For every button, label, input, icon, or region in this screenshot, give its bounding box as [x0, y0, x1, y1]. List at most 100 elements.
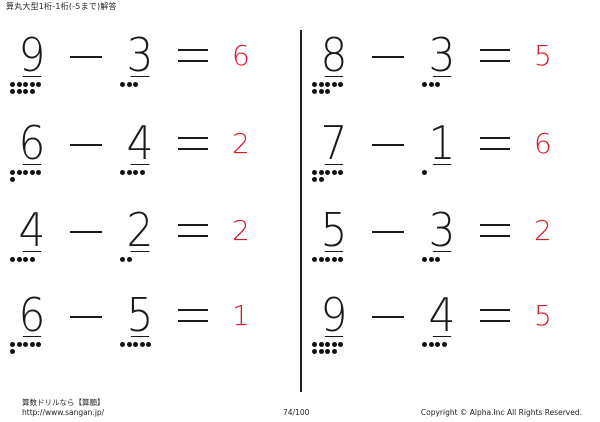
counting-dot — [29, 170, 35, 175]
footer-url-link[interactable]: http://www.sangan.jp/ — [22, 408, 105, 417]
minuend: 6 — [12, 118, 52, 168]
counting-dot — [126, 170, 132, 175]
counting-dot — [422, 342, 427, 347]
dot-row — [10, 257, 58, 263]
dot-row — [312, 349, 360, 355]
counting-dot — [29, 257, 35, 262]
problem-5: 8 3 5 — [308, 30, 598, 110]
counting-dot — [422, 257, 427, 262]
dot-row — [312, 82, 360, 88]
dot-row — [120, 82, 168, 88]
counting-dot — [139, 170, 145, 175]
counting-dot — [146, 342, 152, 347]
dot-row — [120, 257, 168, 263]
dot-row — [312, 170, 360, 176]
counting-dot — [325, 170, 331, 175]
dot-row — [10, 170, 58, 176]
counting-dot — [318, 89, 324, 94]
counting-dot — [10, 257, 15, 262]
counting-dot — [133, 342, 139, 347]
counting-dots-minuend — [10, 257, 58, 264]
counting-dot — [331, 349, 337, 354]
counting-dots-subtrahend — [422, 257, 470, 264]
dot-row — [422, 170, 470, 176]
problem-2: 6 4 2 — [6, 118, 296, 198]
subtrahend: 4 — [120, 118, 160, 168]
answer: 2 — [534, 214, 552, 247]
counting-dot — [126, 82, 132, 87]
counting-dot — [428, 342, 434, 347]
dot-row — [120, 342, 168, 348]
counting-dot — [435, 82, 441, 87]
answer: 2 — [232, 127, 250, 160]
counting-dot — [312, 177, 317, 182]
counting-dot — [325, 342, 331, 347]
counting-dot — [338, 342, 344, 347]
counting-dot — [331, 257, 337, 262]
problem-8: 9 4 5 — [308, 290, 598, 370]
counting-dot — [312, 170, 317, 175]
problem-1: 9 3 6 — [6, 30, 296, 110]
counting-dots-minuend — [10, 342, 58, 356]
counting-dots-subtrahend — [422, 82, 470, 89]
counting-dot — [428, 257, 434, 262]
counting-dot — [23, 342, 29, 347]
counting-dot — [428, 82, 434, 87]
copyright-notice: Copyright © Alpha.Inc All Rights Reserve… — [420, 408, 582, 417]
dot-row — [312, 257, 360, 263]
counting-dot — [435, 342, 441, 347]
counting-dots-minuend — [312, 257, 360, 264]
dot-row — [312, 89, 360, 95]
counting-dot — [441, 342, 447, 347]
subtrahend: 2 — [120, 205, 160, 255]
counting-dot — [435, 257, 441, 262]
counting-dot — [10, 89, 15, 94]
counting-dot — [312, 349, 317, 354]
subtrahend: 3 — [120, 30, 160, 80]
answer: 6 — [232, 39, 250, 72]
dot-row — [312, 177, 360, 183]
minuend: 6 — [12, 290, 52, 340]
footer-site-name: 算数ドリルなら【算願】 — [22, 398, 105, 407]
counting-dot — [10, 177, 15, 182]
counting-dot — [29, 89, 35, 94]
counting-dot — [133, 170, 139, 175]
counting-dot — [139, 342, 145, 347]
counting-dot — [422, 170, 427, 175]
counting-dots-subtrahend — [120, 170, 168, 177]
answer: 5 — [534, 299, 552, 332]
dot-row — [10, 89, 58, 95]
dot-row — [10, 342, 58, 348]
minuend: 5 — [314, 205, 354, 255]
dot-row — [422, 82, 470, 88]
counting-dots-subtrahend — [422, 342, 470, 349]
counting-dot — [23, 257, 29, 262]
minuend: 4 — [12, 205, 52, 255]
counting-dot — [325, 82, 331, 87]
minuend: 7 — [314, 118, 354, 168]
page-number: 74/100 — [283, 408, 310, 417]
counting-dot — [10, 342, 15, 347]
problem-6: 7 1 6 — [308, 118, 598, 198]
footer-site-info: 算数ドリルなら【算願】 http://www.sangan.jp/ — [22, 398, 105, 418]
counting-dot — [29, 342, 35, 347]
counting-dot — [331, 170, 337, 175]
subtrahend: 4 — [422, 290, 462, 340]
counting-dot — [120, 342, 125, 347]
answer: 6 — [534, 127, 552, 160]
counting-dot — [325, 349, 331, 354]
counting-dot — [312, 342, 317, 347]
counting-dot — [325, 89, 331, 94]
counting-dot — [16, 82, 22, 87]
counting-dot — [318, 170, 324, 175]
counting-dot — [10, 349, 15, 354]
problem-4: 6 5 1 — [6, 290, 296, 370]
counting-dot — [16, 170, 22, 175]
counting-dot — [318, 177, 324, 182]
counting-dot — [16, 89, 22, 94]
problem-3: 4 2 2 — [6, 205, 296, 285]
counting-dot — [16, 257, 22, 262]
counting-dot — [422, 82, 427, 87]
counting-dots-minuend — [312, 82, 360, 96]
